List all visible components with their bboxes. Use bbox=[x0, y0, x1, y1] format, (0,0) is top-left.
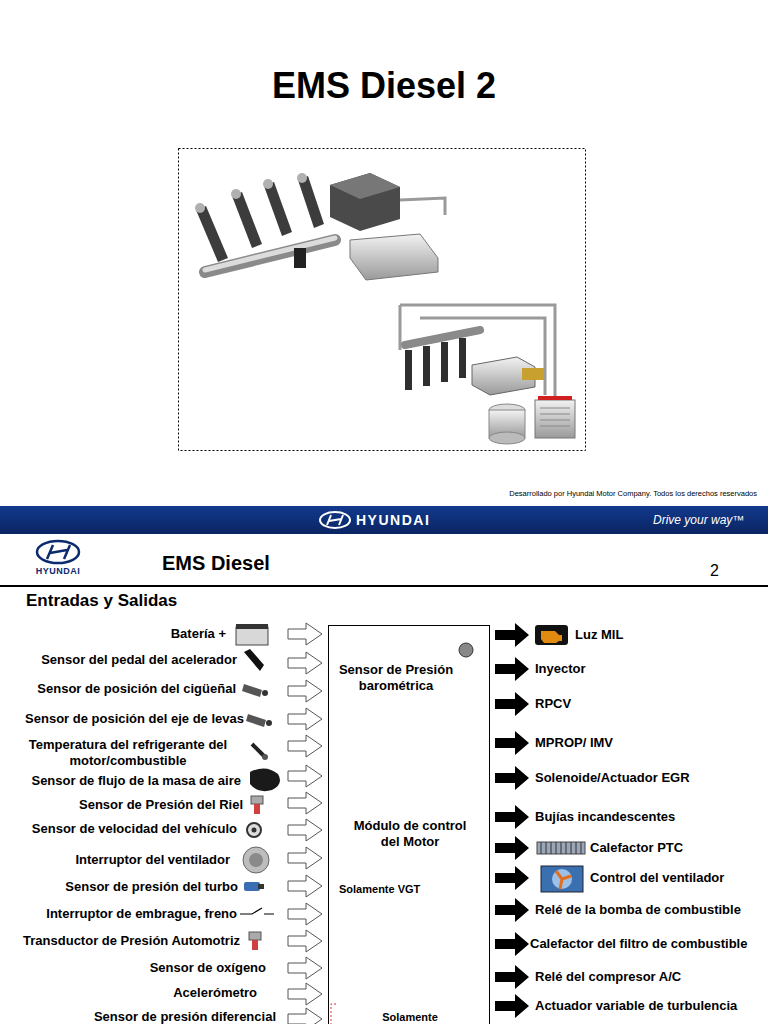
output-signal: Control del ventilador bbox=[590, 870, 724, 886]
output-signal: MPROP/ IMV bbox=[535, 735, 613, 751]
input-signal: Sensor de flujo de la masa de aire bbox=[31, 773, 241, 789]
input-signal: Transductor de Presión Automotriz bbox=[23, 933, 240, 949]
output-icons bbox=[535, 625, 585, 892]
module-text: Solamente VGT bbox=[339, 881, 420, 897]
module-text: Sensor de Presión barométrica bbox=[333, 662, 459, 694]
module-text: Módulo de control del Motor bbox=[347, 818, 473, 850]
input-signal: Sensor de oxígeno bbox=[150, 960, 266, 976]
illustration-frame bbox=[179, 149, 586, 451]
copyright-note: Desarrollado por Hyundai Motor Company. … bbox=[509, 489, 757, 499]
input-signal: Interruptor del ventilador bbox=[75, 852, 230, 868]
input-signal: Sensor de presión diferencial bbox=[94, 1009, 276, 1024]
slogan: Drive your way™ bbox=[653, 512, 744, 528]
pressure-sensor-dot bbox=[459, 643, 473, 657]
input-signal: Temperatura del refrigerante del motor/c… bbox=[16, 737, 240, 769]
output-signal: Calefactor PTC bbox=[590, 840, 683, 856]
hyundai-logo bbox=[320, 512, 350, 528]
input-signal: Sensor del pedal del acelerador bbox=[41, 652, 237, 668]
output-signal: Calefactor del filtro de combustible bbox=[530, 936, 747, 952]
hyundai-logo bbox=[37, 541, 79, 563]
module-text: Solamente bbox=[329, 1009, 491, 1024]
footer-band bbox=[0, 506, 768, 534]
input-icons bbox=[236, 624, 280, 950]
output-signal: RPCV bbox=[535, 696, 571, 712]
fuel-system-illustration bbox=[400, 305, 575, 444]
input-arrows bbox=[288, 623, 322, 1024]
output-signal: Relé de la bomba de combustible bbox=[535, 902, 741, 918]
output-signal: Actuador variable de turbulencia bbox=[535, 998, 737, 1014]
input-signal: Sensor de posición del cigüeñal bbox=[37, 681, 236, 697]
input-signal: Sensor de Presión del Riel bbox=[79, 797, 243, 813]
input-signal: Acelerómetro bbox=[173, 985, 257, 1001]
input-signal: Sensor de posición del eje de levas bbox=[25, 711, 244, 727]
output-signal: Solenoide/Actuador EGR bbox=[535, 770, 690, 786]
header-rule bbox=[0, 585, 768, 587]
input-signal: Batería + bbox=[171, 626, 226, 642]
brand-name: HYUNDAI bbox=[22, 566, 94, 577]
output-arrows bbox=[495, 623, 529, 1018]
output-signal: Bujías incandescentes bbox=[535, 809, 675, 825]
output-signal: Relé del compresor A/C bbox=[535, 969, 681, 985]
input-signal: Sensor de presión del turbo bbox=[65, 879, 238, 895]
common-rail-illustration bbox=[195, 173, 445, 280]
input-signal: Interruptor de embrague, freno bbox=[46, 906, 237, 922]
slide-title: EMS Diesel bbox=[162, 551, 270, 575]
brand-name: HYUNDAI bbox=[356, 512, 430, 528]
bracket bbox=[331, 1004, 336, 1024]
input-signal: Sensor de velocidad del vehículo bbox=[32, 821, 237, 837]
output-signal: Luz MIL bbox=[575, 627, 623, 643]
section-heading: Entradas y Salidas bbox=[26, 591, 177, 611]
slide-title: EMS Diesel 2 bbox=[0, 62, 768, 110]
page-number: 2 bbox=[710, 562, 719, 580]
control-module-box: Sensor de Presión barométricaMódulo de c… bbox=[328, 625, 490, 1024]
output-signal: Inyector bbox=[535, 661, 586, 677]
